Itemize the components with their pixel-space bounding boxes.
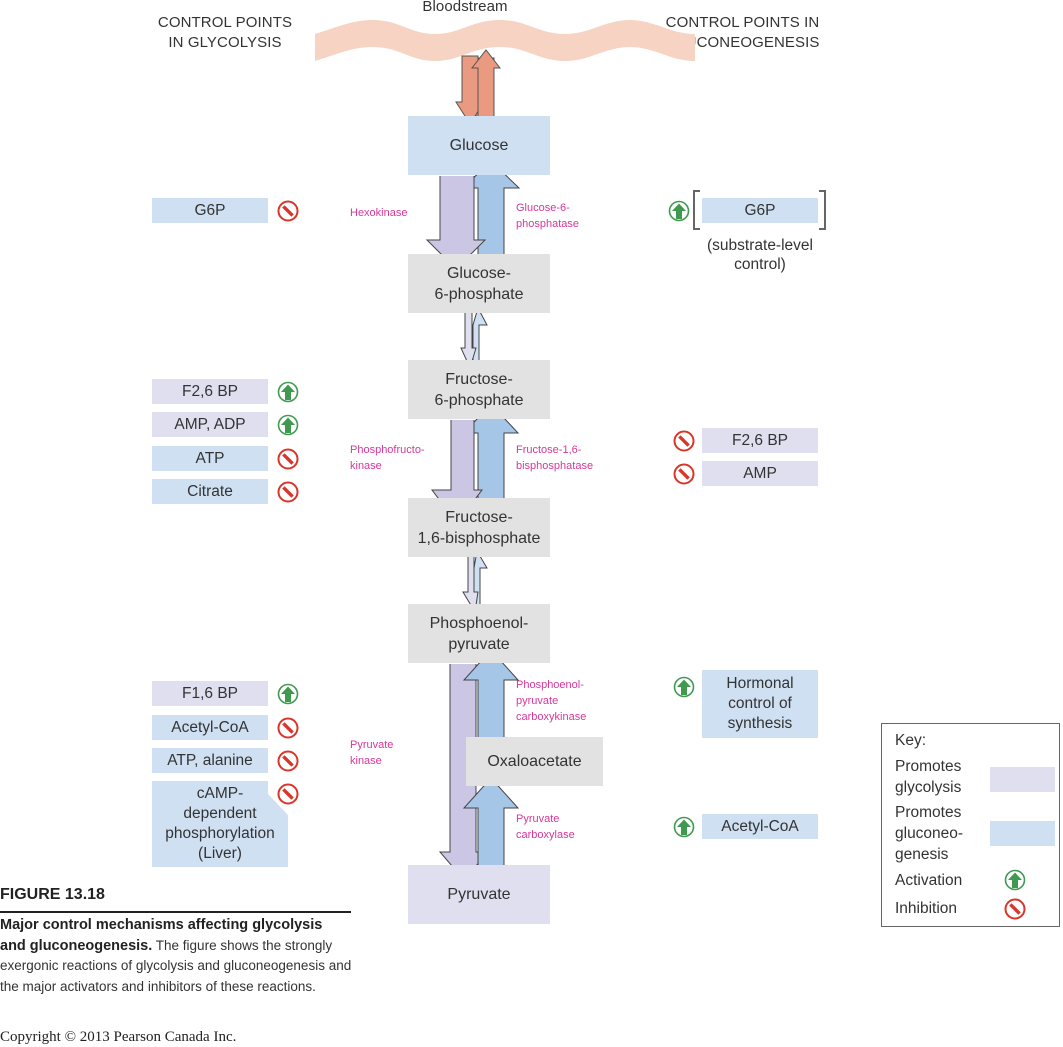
g6p-bracket-left bbox=[693, 190, 700, 230]
glycolysis-controls-title: CONTROL POINTS IN GLYCOLYSIS bbox=[140, 13, 310, 53]
legend-label-inhibition: Inhibition bbox=[895, 900, 958, 917]
legend-swatch-glycolysis bbox=[990, 767, 1055, 792]
legend-title: Key: bbox=[895, 732, 927, 749]
inhibition-icon bbox=[1004, 898, 1026, 920]
bloodstream-label: Bloodstream bbox=[422, 0, 508, 15]
glucose-uptake-arrow bbox=[470, 49, 502, 119]
glycolysis-control-camp-phosphorylation: cAMP- dependent phosphorylation (Liver) bbox=[152, 781, 288, 867]
metabolite-pyruvate: Pyruvate bbox=[408, 865, 550, 924]
glycolysis-control-atp-alanine: ATP, alanine bbox=[152, 748, 268, 773]
gluconeogenesis-controls-title: CONTROL POINTS IN GLUCONEOGENESIS bbox=[650, 13, 835, 53]
inhibition-icon bbox=[277, 481, 299, 503]
inhibition-icon bbox=[277, 200, 299, 222]
glycolysis-controls-title-line1: CONTROL POINTS bbox=[157, 14, 293, 31]
glycolysis-control-atp: ATP bbox=[152, 446, 268, 471]
g6p-bracket-right bbox=[819, 190, 826, 230]
gluconeogenesis-control-amp: AMP bbox=[702, 461, 818, 486]
metabolite-phosphoenolpyruvate: Phosphoenol- pyruvate bbox=[408, 604, 550, 663]
metabolite-glucose-6-phosphate: Glucose- 6-phosphate bbox=[408, 254, 550, 313]
metabolite-fructose-1-6-bisphosphate: Fructose- 1,6-bisphosphate bbox=[408, 498, 550, 557]
activation-icon bbox=[277, 683, 299, 705]
metabolite-fructose-6-phosphate: Fructose- 6-phosphate bbox=[408, 360, 550, 419]
inhibition-icon bbox=[277, 448, 299, 470]
bloodstream-band bbox=[315, 20, 695, 61]
enzyme-fructose-1-6-bisphosphatase: Fructose-1,6- bisphosphatase bbox=[516, 444, 594, 472]
legend-swatch-gluconeogenesis bbox=[990, 821, 1055, 846]
figure-caption: Major control mechanisms affecting glyco… bbox=[0, 915, 352, 997]
enzyme-hexokinase: Hexokinase bbox=[350, 207, 408, 219]
legend-label-promotes-glycolysis: Promotes glycolysis bbox=[895, 758, 962, 796]
enzyme-pyruvate-kinase: Pyruvate kinase bbox=[350, 739, 394, 767]
activation-icon bbox=[277, 414, 299, 436]
activation-icon bbox=[673, 676, 695, 698]
glycolysis-control-f26bp: F2,6 BP bbox=[152, 379, 268, 404]
caption-rule bbox=[0, 911, 351, 913]
inhibition-icon bbox=[673, 463, 695, 485]
inhibition-icon bbox=[277, 717, 299, 739]
activation-icon bbox=[673, 816, 695, 838]
g6p-f6p-reverse-arrow bbox=[472, 306, 488, 360]
legend-label-activation: Activation bbox=[895, 872, 963, 889]
gluconeogenesis-controls-title-line2: GLUCONEOGENESIS bbox=[665, 34, 820, 51]
enzyme-pep-carboxykinase: Phosphoenol- pyruvate carboxykinase bbox=[516, 679, 587, 723]
activation-icon bbox=[668, 200, 690, 222]
enzyme-phosphofructokinase: Phosphofructo- kinase bbox=[350, 444, 425, 472]
enzyme-pyruvate-carboxylase: Pyruvate carboxylase bbox=[516, 813, 575, 841]
glycolysis-controls-title-line2: IN GLYCOLYSIS bbox=[168, 34, 282, 51]
metabolite-oxaloacetate: Oxaloacetate bbox=[466, 737, 603, 786]
glycolysis-control-f16bp: F1,6 BP bbox=[152, 681, 268, 706]
legend-label-promotes-gluconeogenesis: Promotes gluconeo- genesis bbox=[895, 804, 964, 863]
glycolysis-control-citrate: Citrate bbox=[152, 479, 268, 504]
inhibition-icon bbox=[277, 750, 299, 772]
caption-title: Major control mechanisms affecting glyco… bbox=[0, 917, 323, 954]
inhibition-icon bbox=[673, 430, 695, 452]
copyright-notice: Copyright © 2013 Pearson Canada Inc. bbox=[0, 1029, 237, 1045]
caption-text: The figure shows the strongly exergonic … bbox=[0, 937, 352, 994]
legend-key: Key: Promotes glycolysis Promotes glucon… bbox=[881, 723, 1060, 927]
inhibition-icon bbox=[277, 783, 299, 805]
glycolysis-control-acetyl-coa: Acetyl-CoA bbox=[152, 715, 268, 740]
metabolite-glucose: Glucose bbox=[408, 116, 550, 175]
activation-icon bbox=[277, 381, 299, 403]
glycolysis-control-g6p: G6P bbox=[152, 198, 268, 223]
gluconeogenesis-control-g6p: G6P bbox=[702, 198, 818, 223]
gluconeogenesis-control-hormonal: Hormonal control of synthesis bbox=[702, 670, 818, 738]
gluconeogenesis-control-acetyl-coa: Acetyl-CoA bbox=[702, 814, 818, 839]
activation-icon bbox=[1004, 869, 1026, 891]
enzyme-glucose-6-phosphatase: Glucose-6- phosphatase bbox=[516, 202, 579, 230]
substrate-level-control-note: (substrate-level control) bbox=[707, 237, 813, 273]
gluconeogenesis-controls-title-line1: CONTROL POINTS IN bbox=[665, 14, 820, 31]
figure-number: FIGURE 13.18 bbox=[0, 886, 105, 903]
glycolysis-control-amp-adp: AMP, ADP bbox=[152, 412, 268, 437]
gluconeogenesis-control-f26bp: F2,6 BP bbox=[702, 428, 818, 453]
